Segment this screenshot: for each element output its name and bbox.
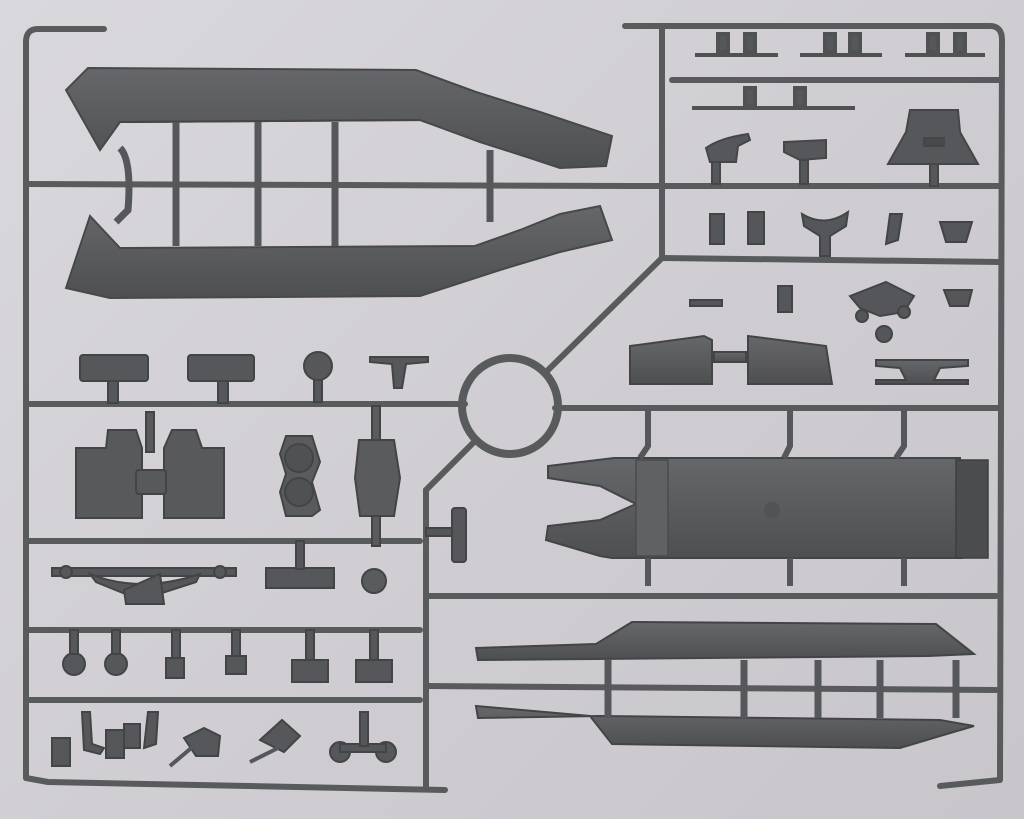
small-parts-brackets	[689, 209, 974, 343]
small-parts-row-bottom-2	[51, 711, 397, 768]
engine-block-parts	[75, 411, 225, 519]
armor-panels	[629, 334, 969, 385]
small-rods-top-right	[692, 32, 985, 110]
small-parts-row-bottom-1	[62, 629, 393, 683]
floor-plate-hooks	[637, 410, 907, 586]
road-wheel-frame	[278, 405, 402, 594]
track-guard-lower	[474, 704, 975, 750]
hull-plate-supports	[113, 122, 494, 246]
hull-side-plate-upper	[64, 66, 614, 170]
track-guard-upper	[474, 620, 977, 662]
track-guard-supports	[604, 660, 960, 718]
hull-side-plate-lower	[64, 204, 614, 300]
central-hub	[423, 255, 665, 790]
horizontal-runners	[23, 77, 1003, 703]
hull-floor-plate	[544, 457, 989, 559]
axle-parts	[51, 540, 335, 605]
small-parts-row-mid-left	[79, 351, 429, 404]
small-parts-gun-mounts	[704, 109, 980, 187]
outer-runner-frame	[23, 23, 1005, 793]
small-part-center	[425, 507, 467, 563]
